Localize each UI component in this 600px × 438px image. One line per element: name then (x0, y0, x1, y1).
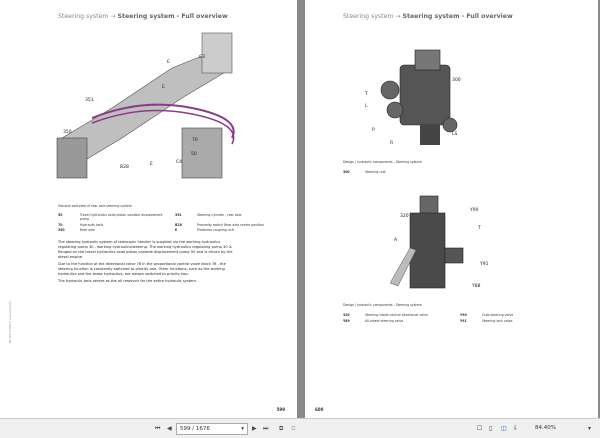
dropdown-icon[interactable]: ▾ (241, 426, 244, 432)
paragraph: The hydraulic tank serves as the oil res… (58, 279, 197, 283)
next-page-icon[interactable]: ▶ (252, 425, 257, 432)
figure-caption: Design / hydraulic components - Steering… (343, 303, 422, 307)
callout: T (478, 226, 481, 231)
header-title: Steering system - Full overview (402, 13, 513, 20)
table-row: Y89 All-wheel steering valve Y91 Steering l… (343, 319, 516, 325)
cell: Y91 (460, 318, 467, 323)
cell: Y90 (460, 313, 467, 317)
callout: 351 (85, 98, 94, 103)
steering-unit-drawing (380, 49, 458, 145)
header-title: Steering system - Full overview (117, 13, 228, 20)
bottom-toolbar: ⏮ ◀ 599 / 1676 ▾ ▶ ⏭ ⧉ ⧉ ☐ ▯ ◫ ⇩ 84.40% ▾ (0, 418, 600, 438)
callout: E (167, 60, 170, 65)
paste-icon[interactable]: ⧉ (291, 425, 296, 432)
two-page-icon[interactable]: ◫ (501, 425, 507, 432)
previous-page-icon[interactable]: ◀ (167, 425, 172, 432)
left-page: Steering system → Steering system - Full… (0, 0, 297, 418)
callout: Y88 (472, 284, 481, 289)
table-row: 50 Travel hydraulics axial piston variabl… (58, 213, 267, 223)
paragraph: The steering hydraulic system of telesco… (58, 240, 233, 259)
first-page-icon[interactable]: ⏮ (155, 425, 161, 432)
cell: Steering cylinder - rear axle (197, 213, 242, 217)
cell: 300 (343, 170, 350, 174)
callout: L (365, 104, 368, 109)
arrow: → (110, 13, 116, 20)
callout: A (394, 238, 398, 243)
callout: 50 (191, 152, 197, 157)
cell: 50 (58, 213, 63, 217)
zoom-dropdown-icon[interactable]: ▾ (588, 425, 592, 432)
continuous-icon[interactable]: ▯ (489, 425, 493, 432)
page-number: 600 (315, 407, 324, 412)
callout: 320 (400, 214, 409, 219)
cell: 350 (58, 228, 65, 232)
callout: R (390, 141, 394, 146)
last-page-icon[interactable]: ⏭ (263, 425, 269, 432)
cell: Crab steering valve (482, 313, 514, 317)
zoom-level[interactable]: 84.40% (535, 425, 556, 431)
callout: 70 (192, 138, 198, 143)
page-header: Steering system → Steering system - Full… (343, 13, 513, 20)
cell: 351 (175, 213, 182, 217)
cell: 70 (58, 222, 63, 227)
callout: C4 (176, 160, 183, 165)
cell: Steering mode control directional valve (365, 313, 428, 317)
page-value: 599 / 1676 (180, 426, 210, 432)
table-row: 300 Steering unit (343, 170, 389, 176)
cell: B28 (175, 222, 182, 227)
callout: E (162, 85, 165, 90)
right-page: Steering system → Steering system - Full… (305, 0, 598, 418)
callout: C3 (199, 55, 206, 60)
callout: Y90 (470, 208, 479, 213)
cell: 320 (343, 313, 350, 317)
legend-table: 300 Steering unit (343, 170, 389, 176)
figure-caption: Design / hydraulic components - Steering… (343, 160, 422, 164)
legend-table: 50 Travel hydraulics axial piston variabl… (58, 213, 267, 234)
figure-caption: General overview of rear axle steering s… (58, 204, 132, 208)
callout: 300 (452, 78, 461, 83)
scroll-icon[interactable]: ⇩ (513, 425, 519, 432)
callout: E (150, 162, 153, 167)
body-text: The steering hydraulic system of telesco… (58, 240, 238, 284)
callout: P (372, 128, 375, 133)
table-row: 350 Rear axle E Pirotimeo coupling unit (58, 228, 267, 234)
table-row: 320 Steering mode control directional val… (343, 313, 516, 319)
callout: B28 (120, 165, 129, 170)
cell: All-wheel steering valve (365, 318, 404, 323)
cell: Steering lock valve (482, 318, 513, 323)
cell: Pirotimeo coupling unit (197, 228, 234, 232)
page-header: Steering system → Steering system - Full… (58, 13, 228, 20)
callout: 350 (63, 130, 72, 135)
cell: Steering unit (365, 170, 386, 174)
valve-block-drawing (390, 195, 464, 289)
cell: Y89 (343, 318, 350, 323)
page-number-input[interactable]: 599 / 1676 ▾ (176, 423, 248, 435)
paragraph: Due to the function of the directional v… (58, 262, 226, 276)
page-number: 599 (276, 407, 285, 412)
axle-drawing (56, 32, 235, 179)
callout: LS (452, 132, 458, 137)
copy-icon[interactable]: ⧉ (279, 425, 284, 432)
header-section: Steering system (343, 13, 394, 20)
cell: Hydraulic tank (80, 222, 104, 227)
callout: T (365, 92, 368, 97)
header-section: Steering system (58, 13, 109, 20)
callout: Y91 (480, 262, 489, 267)
side-text: MLT/MT/TH/Full overview/Vol. (8, 300, 12, 344)
cell: Rear axle (80, 228, 95, 232)
single-page-icon[interactable]: ☐ (477, 425, 483, 432)
cell: Proximity switch Rear axle centre positi… (197, 222, 264, 227)
legend-table: 320 Steering mode control directional val… (343, 313, 516, 324)
cell: E (175, 228, 178, 232)
arrow: → (395, 13, 401, 20)
cell: Travel hydraulics axial piston variable … (80, 213, 163, 221)
table-row: 70 Hydraulic tank B28 Proximity switch Rear… (58, 223, 267, 229)
